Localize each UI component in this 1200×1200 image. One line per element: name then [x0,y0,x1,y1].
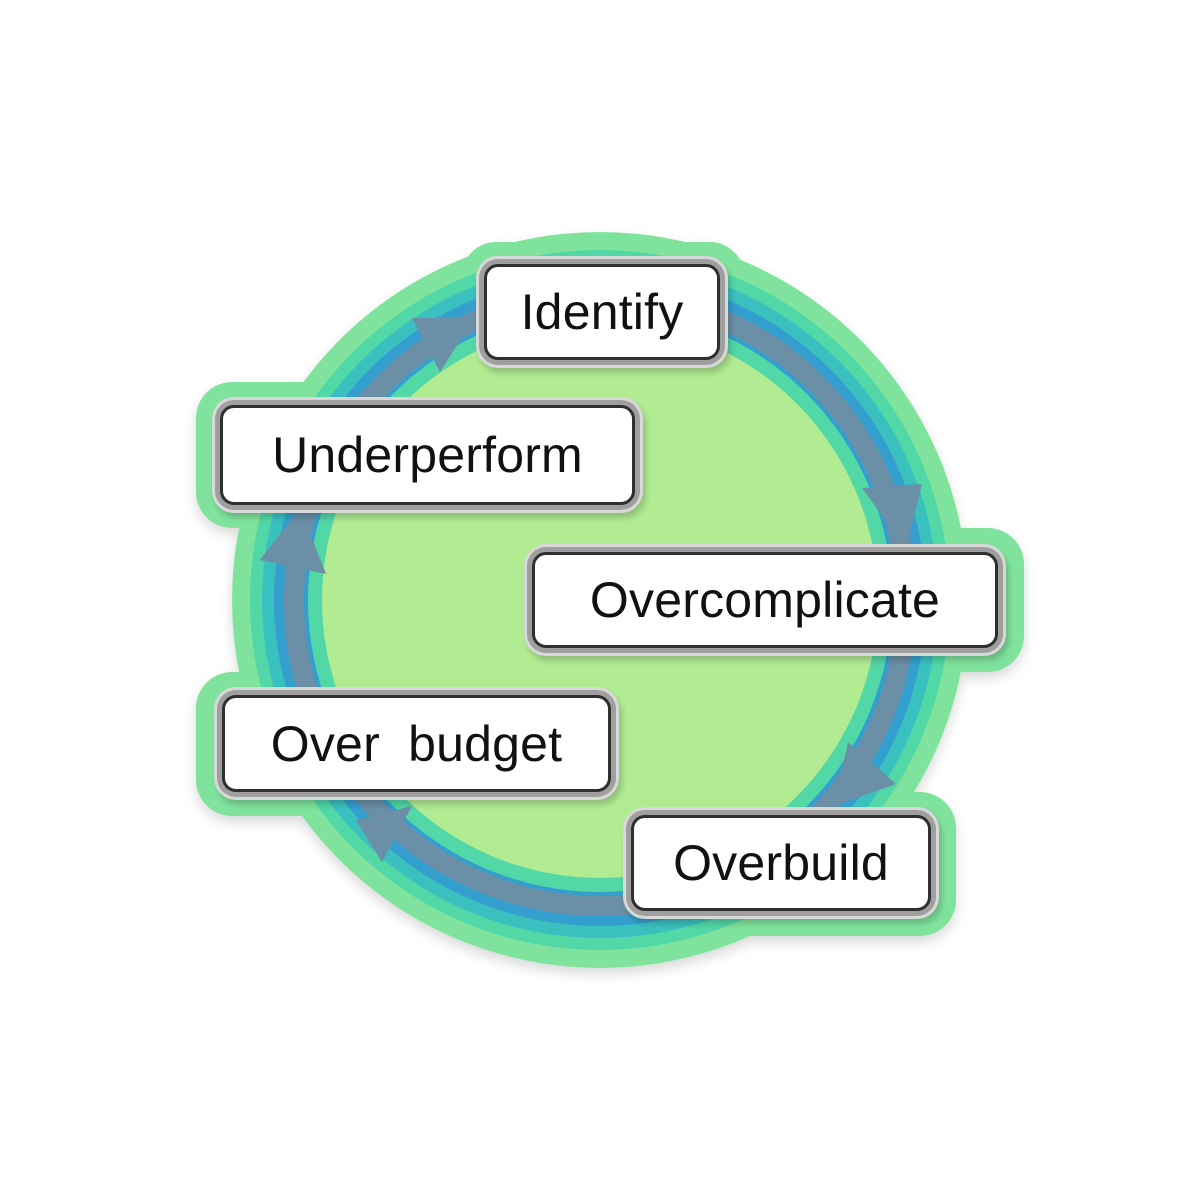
arrowhead-to-underperform [260,508,326,574]
arrowhead-to-overbuild [834,742,896,806]
step-overcomplicate: Overcomplicate [532,552,998,648]
step-underperform: Underperform [220,405,635,505]
arrowhead-to-identify [412,318,474,372]
step-overbuild: Overbuild [631,815,931,911]
arrowhead-to-overcomplicate [862,484,922,548]
arrowhead-to-overbudget [356,806,412,862]
step-identify: Identify [484,264,720,360]
step-over-budget: Over budget [222,695,611,792]
